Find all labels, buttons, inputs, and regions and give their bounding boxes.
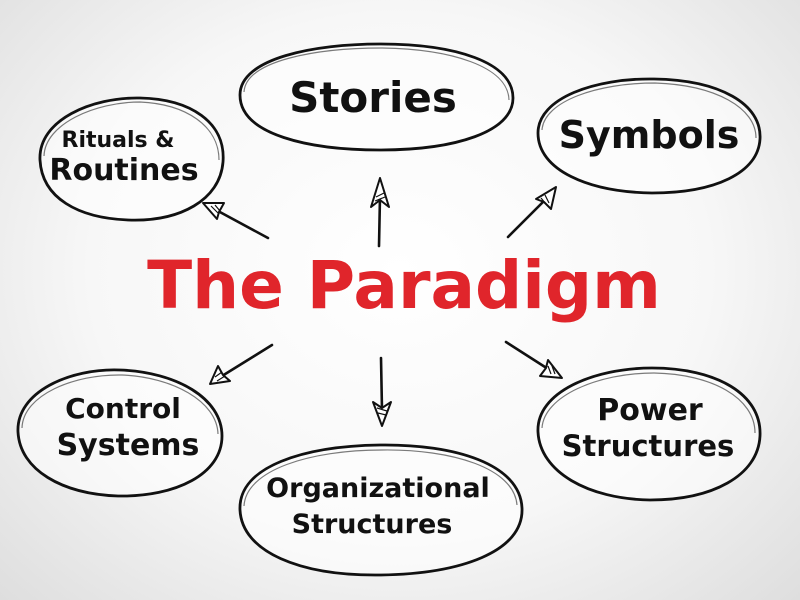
systems-label: Systems bbox=[57, 428, 200, 463]
center-title: The Paradigm bbox=[147, 247, 661, 324]
node-symbols: Symbols bbox=[536, 77, 762, 195]
arrow-to-stories bbox=[370, 177, 390, 248]
routines-label: Routines bbox=[49, 153, 198, 188]
node-stories: Stories bbox=[238, 42, 515, 152]
node-control-systems: Control Systems bbox=[16, 368, 224, 498]
arrow-to-power bbox=[504, 340, 563, 379]
node-organizational-structures: Organizational Structures bbox=[238, 443, 524, 577]
arrow-to-organizational bbox=[372, 356, 392, 427]
arrow-to-symbols bbox=[506, 186, 557, 239]
power-label: Power bbox=[597, 393, 703, 428]
arrow-to-control bbox=[209, 343, 274, 385]
power-structures-label: Structures bbox=[562, 429, 735, 463]
org-structures-label: Structures bbox=[292, 509, 453, 540]
node-rituals-routines: Rituals & Routines bbox=[38, 96, 225, 222]
arrow-to-rituals bbox=[202, 202, 270, 240]
rituals-label: Rituals & bbox=[62, 128, 175, 153]
stories-label: Stories bbox=[289, 73, 457, 122]
symbols-label: Symbols bbox=[559, 113, 740, 157]
node-power-structures: Power Structures bbox=[536, 366, 762, 502]
control-label: Control bbox=[65, 392, 181, 425]
organizational-label: Organizational bbox=[266, 473, 490, 504]
